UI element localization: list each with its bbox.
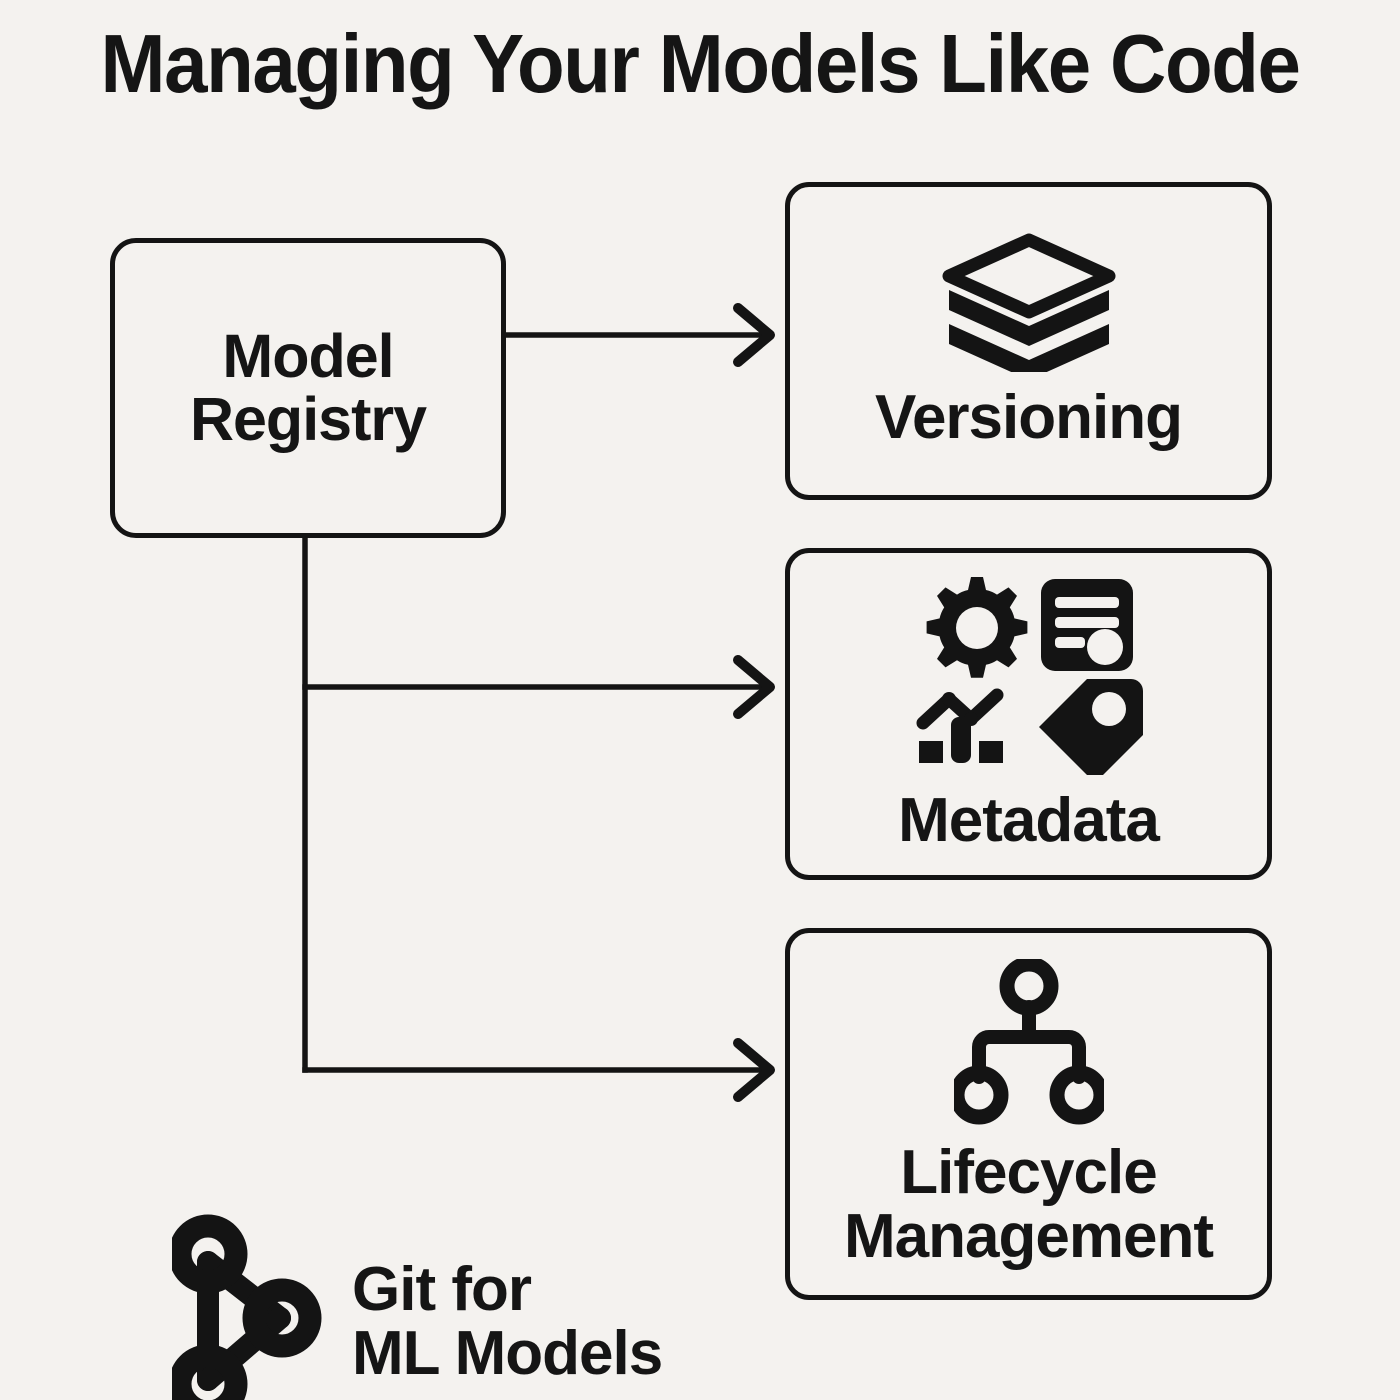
node-model-registry[interactable]: Model Registry <box>110 238 506 538</box>
gear-icon <box>926 577 1027 678</box>
node-metadata[interactable]: Metadata <box>785 548 1272 880</box>
tag-icon <box>1038 679 1143 776</box>
node-model-registry-label: Model Registry <box>189 322 427 453</box>
node-versioning-label: Versioning <box>875 383 1183 453</box>
page-title: Managing Your Models Like Code <box>100 17 1301 110</box>
document-form-icon <box>1040 579 1133 672</box>
arrowhead-versioning <box>733 303 775 367</box>
arrowhead-metadata <box>733 655 775 719</box>
node-lifecycle-label: Lifecycle Management <box>844 1138 1214 1271</box>
node-versioning[interactable]: Versioning <box>785 182 1272 500</box>
bar-chart-icon <box>916 688 1003 764</box>
arrowhead-lifecycle <box>733 1038 775 1102</box>
hierarchy-tree-icon <box>953 959 1104 1125</box>
layers-stack-icon <box>942 233 1115 373</box>
git-graph-icon <box>172 1214 322 1400</box>
metadata-cluster-icon <box>916 577 1143 776</box>
git-caption: Git for ML Models <box>352 1255 663 1389</box>
node-metadata-label: Metadata <box>898 786 1160 856</box>
node-lifecycle[interactable]: Lifecycle Management <box>785 928 1272 1300</box>
